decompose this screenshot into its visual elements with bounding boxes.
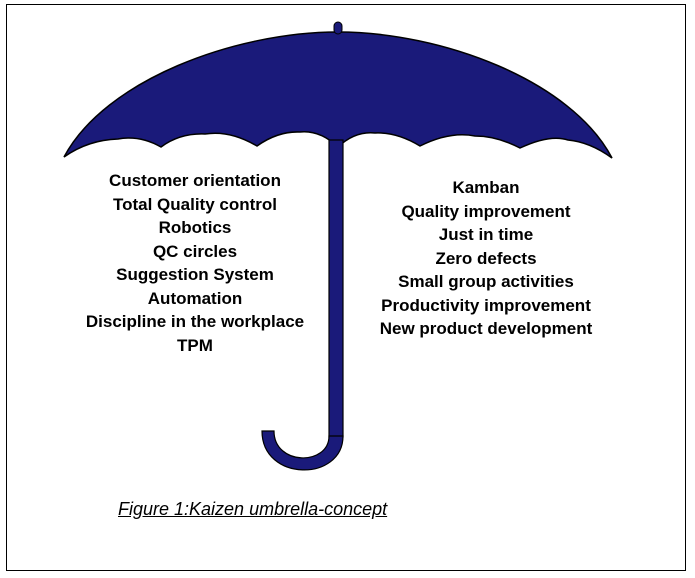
practice-item: QC circles <box>152 241 238 261</box>
practice-item: Productivity improvement <box>381 295 591 315</box>
practice-item: Automation <box>147 288 243 308</box>
practice-item: Zero defects <box>435 248 537 268</box>
practice-item: Quality improvement <box>401 201 571 221</box>
left-practice-list: Customer orientation Total Quality contr… <box>62 169 328 357</box>
practice-item: TPM <box>177 335 213 355</box>
practice-item: New product development <box>379 319 593 338</box>
right-practice-list: Kamban Quality improvement Just in time … <box>336 176 636 341</box>
practice-item: Kamban <box>452 178 520 197</box>
umbrella-tip <box>333 21 343 35</box>
practice-item: Total Quality control <box>112 194 278 214</box>
figure-caption: Figure 1:Kaizen umbrella-concept <box>118 499 388 519</box>
practice-item: Customer orientation <box>109 171 281 190</box>
practice-item: Suggestion System <box>116 265 274 284</box>
practice-item: Small group activities <box>398 272 574 291</box>
umbrella-canopy <box>63 31 613 159</box>
practice-item: Just in time <box>438 225 534 244</box>
umbrella-handle <box>261 430 344 471</box>
practice-item: Discipline in the workplace <box>85 312 305 331</box>
practice-item: Robotics <box>158 218 232 237</box>
figure-frame <box>6 4 686 571</box>
